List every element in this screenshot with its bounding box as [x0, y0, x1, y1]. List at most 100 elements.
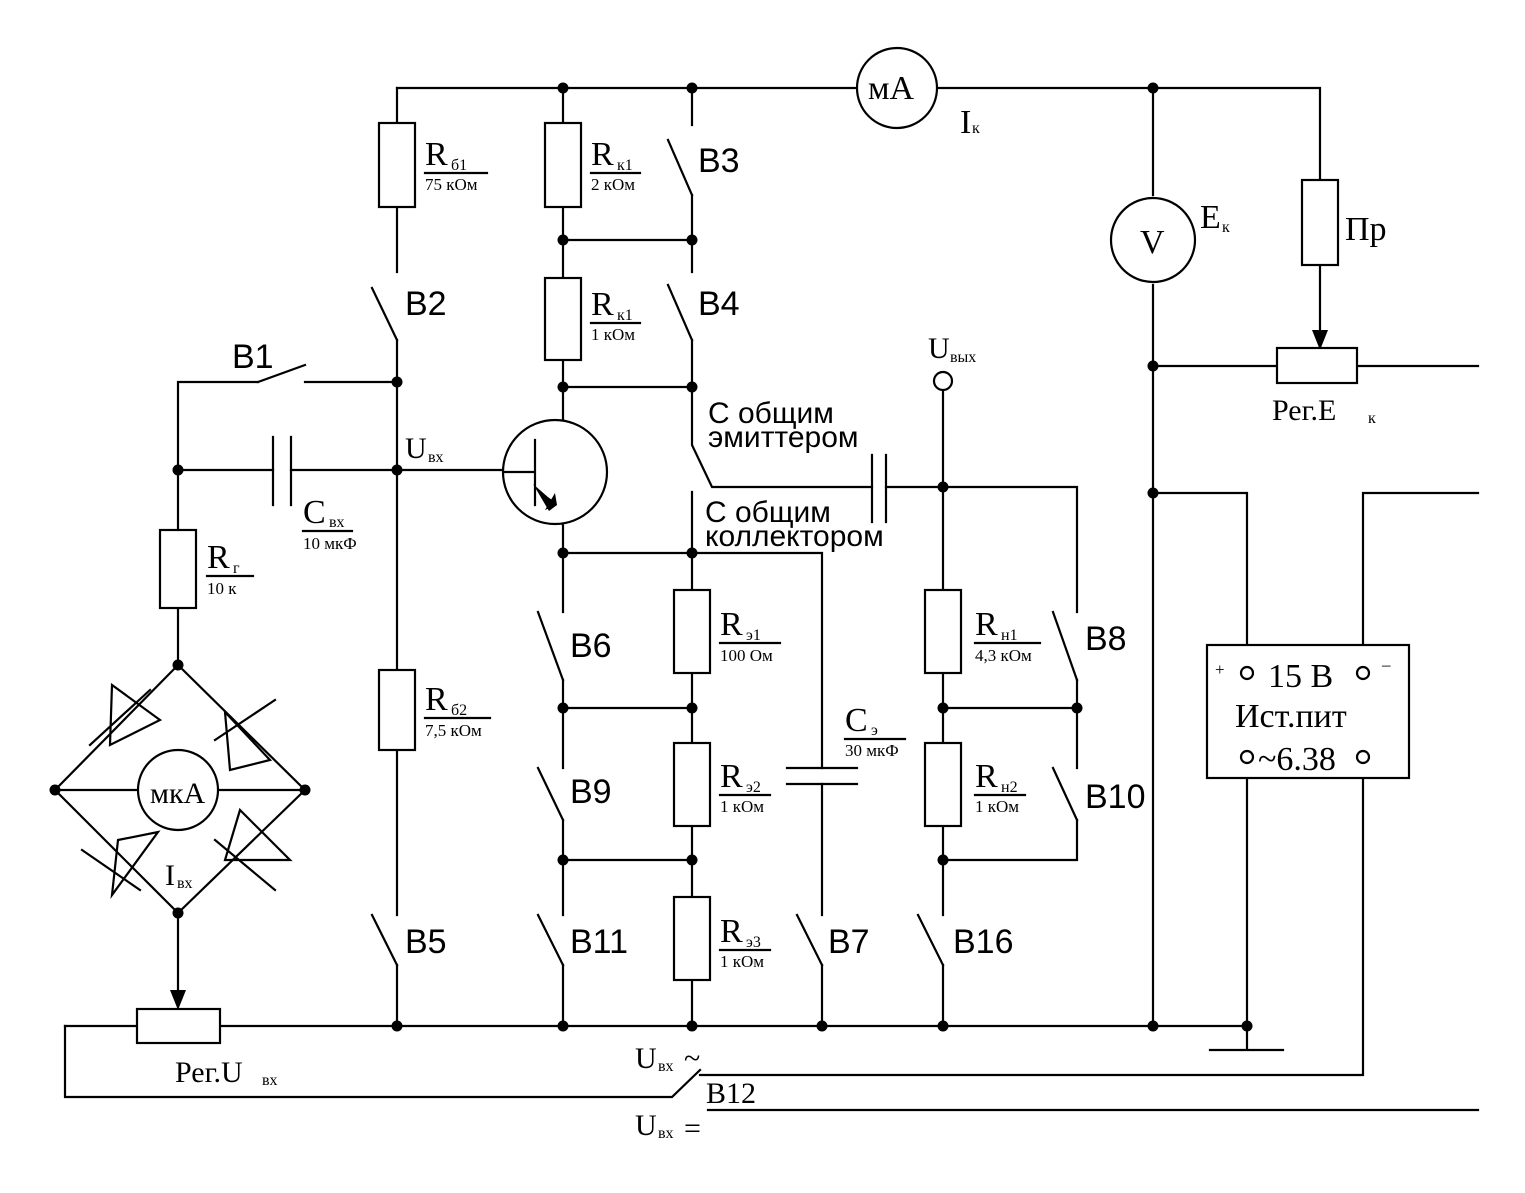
rk1b-value: 1 кОм: [591, 325, 635, 344]
rn1-name: R: [975, 606, 998, 643]
ce-value: 30 мкФ: [845, 741, 899, 760]
re2-sub: э2: [746, 779, 761, 796]
transistor: [501, 418, 609, 526]
common-collector-1: С общим: [705, 496, 831, 529]
ps-ac-left-terminal[interactable]: [1239, 749, 1255, 765]
reg-ek-label: Рег.E: [1272, 394, 1336, 427]
common-emitter-1: С общим: [708, 397, 834, 430]
rn2-value: 1 кОм: [975, 797, 1019, 816]
ps-plus: +: [1215, 660, 1225, 679]
resistor-rk1b: [543, 276, 583, 362]
resistor-rn2: [923, 741, 963, 828]
switch-label-b10: В10: [1085, 778, 1146, 816]
uvx-dc-label: U: [635, 1109, 657, 1142]
reg-uvx-sub: вх: [262, 1072, 278, 1089]
ps-ac-right-terminal[interactable]: [1355, 749, 1371, 765]
rk1b-sub: к1: [617, 307, 633, 324]
re1-sub: э1: [746, 627, 761, 644]
ps-voltage: 15 В: [1268, 658, 1333, 695]
ce-name: C: [845, 702, 868, 739]
switch-b2[interactable]: [370, 286, 399, 342]
re3-name: R: [720, 913, 743, 950]
capacitor-ce: [785, 766, 859, 786]
ps-ac: ~6.38: [1258, 741, 1336, 778]
rg-value: 10 к: [207, 579, 237, 598]
common-emitter-2: эмиттером: [708, 421, 859, 454]
rn2-sub: н2: [1001, 779, 1018, 796]
rk1a-sub: к1: [617, 157, 633, 174]
switch-label-b4: В4: [698, 285, 740, 323]
uvyh-label: U: [928, 332, 950, 365]
re3-value: 1 кОм: [720, 952, 764, 971]
switch-b3[interactable]: [666, 138, 694, 197]
reg-uvx-label: Рег.U: [175, 1056, 243, 1089]
ps-name: Ист.пит: [1235, 698, 1347, 735]
switch-label-b1: В1: [232, 338, 274, 376]
resistor-rg: [158, 528, 198, 610]
re3-sub: э3: [746, 934, 761, 951]
rn1-sub: н1: [1001, 627, 1018, 644]
cvx-value: 10 мкФ: [303, 534, 357, 553]
resistor-re1: [672, 588, 712, 675]
rn1-value: 4,3 кОм: [975, 646, 1032, 665]
switch-b10[interactable]: [1051, 766, 1079, 822]
rb2-sub: б2: [451, 702, 467, 719]
resistor-rn1: [923, 588, 963, 675]
switch-b5[interactable]: [370, 913, 399, 967]
capacitor-cvx: [271, 435, 293, 507]
uvx-dc-sub: вх: [658, 1125, 674, 1142]
switch-label-b7: В7: [828, 923, 870, 961]
rheostat-arrow-icon: [170, 990, 186, 1010]
switch-b11[interactable]: [536, 913, 565, 967]
switch-b7[interactable]: [795, 913, 824, 967]
re2-name: R: [720, 758, 743, 795]
output-terminal[interactable]: [932, 370, 954, 392]
component-labels: R б1 75 кОм R к1 2 кОм R к1 1 кОм R г 10…: [205, 136, 1042, 971]
fuse-pr: [1300, 178, 1340, 267]
re1-value: 100 Ом: [720, 646, 773, 665]
ivx-sub: вх: [177, 875, 193, 892]
uvx-label: U: [405, 432, 427, 465]
ek-sub: к: [1222, 219, 1230, 236]
reg-ek-sub: к: [1368, 410, 1376, 427]
ivx-label: I: [165, 859, 175, 892]
rheostat-ek[interactable]: [1275, 346, 1359, 385]
rg-sub: г: [233, 560, 240, 577]
switch-b9[interactable]: [536, 766, 565, 822]
uvx-ac-sub: вх: [658, 1058, 674, 1075]
switch-b1[interactable]: [256, 363, 307, 384]
ps-plus-terminal[interactable]: [1239, 665, 1255, 681]
rn2-name: R: [975, 758, 998, 795]
capacitor-out: [870, 453, 888, 524]
uvx-sub: вх: [428, 449, 444, 466]
bridge-diodes: [80, 682, 293, 899]
switch-label-b3: В3: [698, 142, 740, 180]
rk1a-value: 2 кОм: [591, 175, 635, 194]
switch-label-b9: В9: [570, 773, 612, 811]
ce-sub: э: [871, 722, 878, 739]
meters: [136, 46, 1197, 832]
ps-minus-terminal[interactable]: [1355, 665, 1371, 681]
re1-name: R: [720, 606, 743, 643]
rheostat-uvx[interactable]: [135, 1007, 222, 1045]
cvx-sub: вх: [329, 514, 345, 531]
uvx-ac-sym: ~: [684, 1042, 700, 1075]
resistor-rb1: [377, 121, 417, 209]
milliammeter: [855, 46, 939, 130]
rb1-sub: б1: [451, 157, 467, 174]
switch-label-b8: В8: [1085, 620, 1127, 658]
power-supply: [1205, 643, 1411, 780]
switch-b16[interactable]: [916, 913, 945, 967]
ek-label: E: [1200, 199, 1221, 236]
uvx-dc-sym: =: [684, 1112, 701, 1145]
uvyh-sub: вых: [950, 349, 976, 366]
switches: [256, 138, 1079, 967]
mka-label: мкА: [150, 777, 206, 810]
switch-b6[interactable]: [536, 610, 565, 682]
switch-b8[interactable]: [1051, 610, 1079, 682]
switch-b4[interactable]: [666, 283, 694, 342]
switch-label-b5: В5: [405, 923, 447, 961]
resistor-re2: [672, 741, 712, 828]
pr-label: Пр: [1345, 211, 1387, 248]
rheostat-ek-arrow-icon: [1312, 330, 1328, 350]
